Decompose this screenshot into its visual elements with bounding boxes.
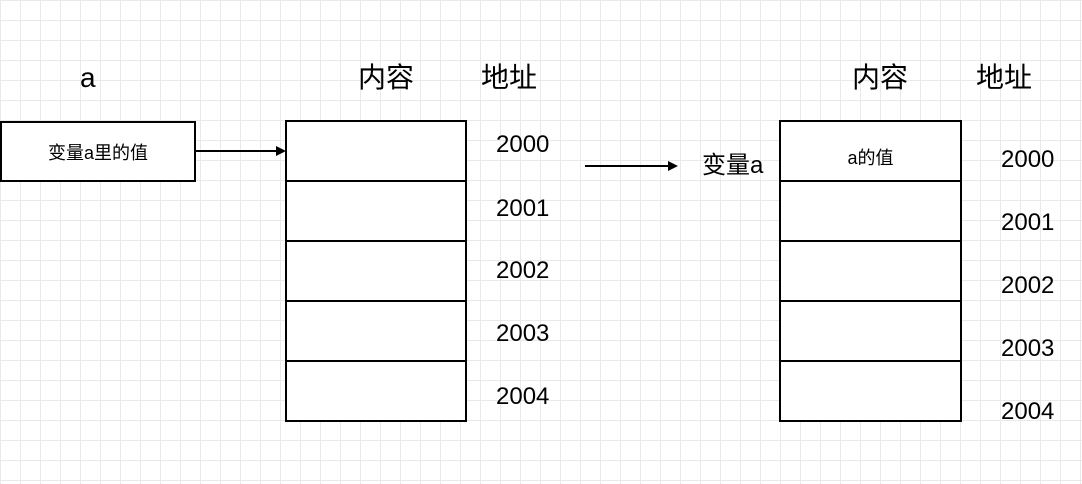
variable-value-box: 变量a里的值 [0,121,196,182]
right-address-2004: 2004 [1001,398,1055,425]
right-memory-cell [779,180,962,242]
left-address-2004: 2004 [496,383,550,410]
right-memory-cell [779,360,962,422]
left-address-header: 地址 [481,62,538,93]
right-address-2003: 2003 [1001,335,1055,362]
left-memory-cell [285,180,467,242]
right-content-header: 内容 [852,62,909,93]
left-memory-cell [285,120,467,182]
left-address-2001: 2001 [496,195,550,222]
right-address-2000: 2000 [1001,146,1055,173]
right-address-header: 地址 [976,62,1033,93]
right-memory-cell: a的值 [779,120,962,182]
left-address-2000: 2000 [496,131,550,158]
right-variable-label: 变量a [702,152,764,179]
left-memory-cell [285,360,467,422]
left-variable-label: a [80,62,96,93]
right-address-2002: 2002 [1001,272,1055,299]
right-cell-text: a的值 [847,148,894,168]
left-memory-cell [285,300,467,362]
right-memory-cell [779,300,962,362]
left-content-header: 内容 [358,62,415,93]
left-address-2002: 2002 [496,257,550,284]
left-address-2003: 2003 [496,320,550,347]
variable-value-text: 变量a里的值 [47,142,148,163]
right-address-2001: 2001 [1001,209,1055,236]
left-memory-cell [285,240,467,302]
right-memory-cell [779,240,962,302]
